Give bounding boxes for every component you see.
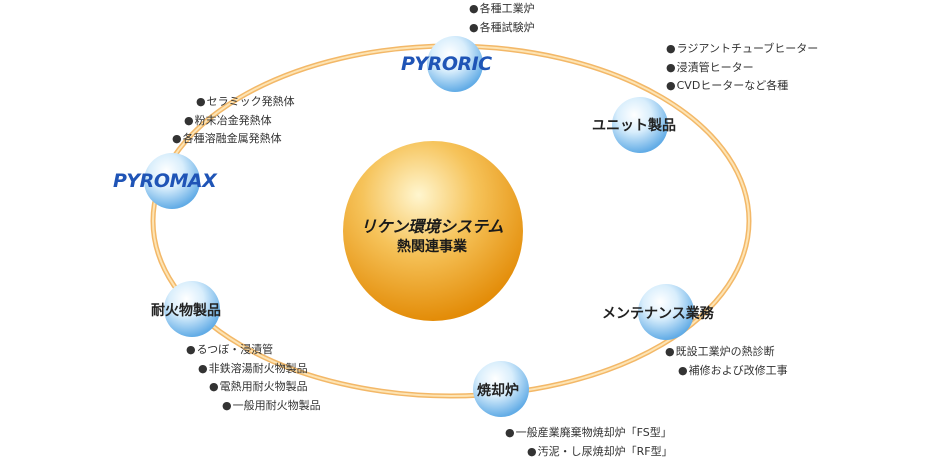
maintenance-label: メンテナンス業務 (602, 303, 714, 323)
center-title: リケン環境システム (357, 213, 507, 237)
pyroric-item-list: 各種工業炉 各種試験炉 (469, 0, 535, 37)
refractory-label: 耐火物製品 (151, 300, 221, 320)
list-item: CVDヒーターなど各種 (666, 77, 818, 96)
pyromax-item-list: セラミック発熱体 粉末冶金発熱体 各種溶融金属発熱体 (196, 93, 295, 149)
list-item: 浸漬管ヒーター (666, 59, 818, 78)
list-item: るつぼ・浸漬管 (186, 341, 321, 360)
list-item: セラミック発熱体 (196, 93, 295, 112)
list-item: 各種溶融金属発熱体 (172, 130, 295, 149)
list-item: 各種工業炉 (469, 0, 535, 19)
refractory-item-list: るつぼ・浸漬管 非鉄溶湯耐火物製品 電熱用耐火物製品 一般用耐火物製品 (186, 341, 321, 415)
incinerator-label: 焼却炉 (477, 380, 519, 400)
list-item: 一般用耐火物製品 (222, 397, 321, 416)
list-item: 一般産業廃棄物焼却炉「FS型」 (505, 424, 673, 443)
list-item: 粉末冶金発熱体 (184, 112, 295, 131)
pyromax-logo: PYROMAX (113, 170, 216, 192)
list-item: 電熱用耐火物製品 (209, 378, 321, 397)
center-subtitle: 熱関連事業 (357, 236, 507, 256)
list-item: 汚泥・し尿焼却炉「RF型」 (527, 443, 673, 461)
pyroric-logo: PYRORIC (401, 53, 492, 75)
incinerator-item-list: 一般産業廃棄物焼却炉「FS型」 汚泥・し尿焼却炉「RF型」 (505, 424, 673, 461)
list-item: 補修および改修工事 (678, 362, 788, 381)
list-item: ラジアントチューブヒーター (666, 40, 818, 59)
list-item: 各種試験炉 (469, 19, 535, 38)
maintenance-item-list: 既設工業炉の熱診断 補修および改修工事 (665, 343, 788, 380)
unit-item-list: ラジアントチューブヒーター 浸漬管ヒーター CVDヒーターなど各種 (666, 40, 818, 96)
list-item: 既設工業炉の熱診断 (665, 343, 788, 362)
list-item: 非鉄溶湯耐火物製品 (198, 360, 321, 379)
unit-products-label: ユニット製品 (592, 115, 676, 135)
